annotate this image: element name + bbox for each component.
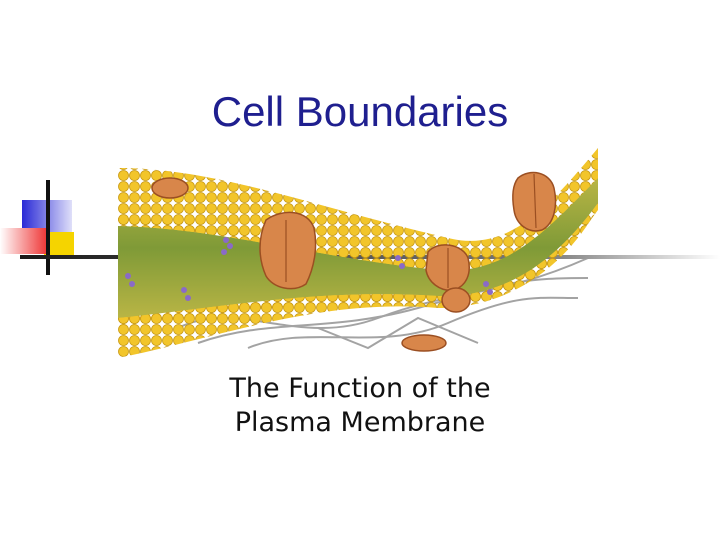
slide-subtitle: The Function of the Plasma Membrane [160, 372, 560, 440]
subtitle-line-2: Plasma Membrane [234, 407, 486, 438]
slide-title: Cell Boundaries [211, 88, 509, 135]
subtitle-line-1: The Function of the [229, 373, 491, 404]
corner-squares-graphic [0, 180, 74, 275]
plasma-membrane-illustration [118, 148, 598, 358]
